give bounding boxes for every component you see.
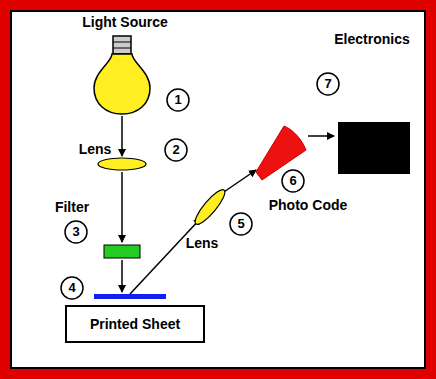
part-label: Lens [79, 142, 112, 157]
sheet-box: Printed Sheet [65, 305, 205, 343]
light-bulb [94, 36, 150, 114]
part-label: Filter [55, 200, 89, 215]
ground [12, 12, 424, 367]
lens [191, 186, 228, 227]
callout-number: 3 [72, 225, 79, 239]
printed-surface [94, 294, 166, 299]
callout-number: 2 [172, 143, 179, 157]
filter [104, 245, 140, 258]
callout-number: 4 [68, 281, 75, 295]
callout-number: 5 [237, 217, 244, 231]
title-label: Light Source [82, 15, 168, 30]
callout-number: 7 [324, 77, 331, 91]
node-text: Printed Sheet [90, 316, 180, 332]
photo-cell [256, 126, 306, 180]
callout-number: 1 [174, 93, 181, 107]
lens [98, 158, 146, 170]
part-label: Photo Code [269, 198, 348, 213]
part-label: Electronics [334, 32, 409, 47]
callout-circles [61, 73, 339, 299]
callout-number: 6 [289, 174, 296, 188]
part-label: Lens [186, 236, 219, 251]
electronics-box [338, 122, 410, 174]
frame-inner-line [10, 10, 426, 369]
